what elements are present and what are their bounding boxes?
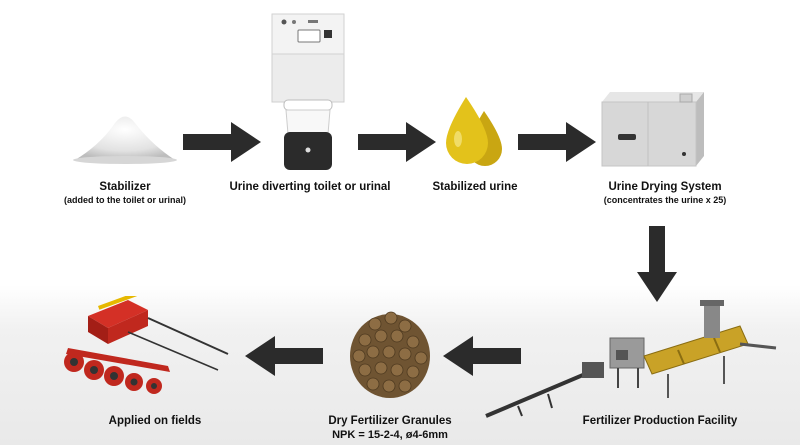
seed-drill-icon (64, 292, 229, 394)
drying-subtitle: (concentrates the urine x 25) (603, 195, 727, 205)
drying-node (596, 90, 706, 168)
granules-label: Dry Fertilizer Granules NPK = 15-2-4, ø4… (305, 414, 475, 442)
granules-subtitle: NPK = 15-2-4, ø4-6mm (332, 429, 448, 441)
stabilizer-subtitle: (added to the toilet or urinal) (64, 195, 186, 205)
toilet-node (268, 12, 348, 172)
toilet-title: Urine diverting toilet or urinal (229, 181, 391, 193)
seed-drill-node (58, 292, 238, 396)
urine-label: Stabilized urine (405, 180, 545, 194)
arrow-left-2 (245, 336, 323, 376)
granules-pile-icon (350, 311, 430, 398)
granules-title: Dry Fertilizer Granules (328, 415, 452, 427)
stabilizer-title: Stabilizer (99, 181, 151, 193)
production-label: Fertilizer Production Facility (560, 414, 760, 428)
fields-title: Applied on fields (108, 415, 202, 427)
drying-title: Urine Drying System (608, 181, 722, 193)
urine-drops-icon (446, 97, 502, 166)
arrow-right-2 (358, 122, 436, 162)
arrow-right-1 (183, 122, 261, 162)
toilet-label: Urine diverting toilet or urinal (220, 180, 400, 194)
granules-node (345, 302, 435, 402)
arrow-right-3 (518, 122, 596, 162)
production-node (478, 298, 778, 420)
fields-label: Applied on fields (85, 414, 225, 428)
stabilizer-label: Stabilizer (added to the toilet or urina… (40, 180, 210, 206)
toilet-icon (271, 13, 345, 170)
production-title: Fertilizer Production Facility (582, 415, 738, 427)
powder-pile-icon (73, 116, 177, 164)
urine-title: Stabilized urine (432, 181, 518, 193)
drying-label: Urine Drying System (concentrates the ur… (575, 180, 755, 206)
drying-unit-icon (601, 92, 704, 167)
stabilizer-node (70, 105, 180, 165)
production-facility-icon (485, 300, 777, 418)
arrow-left-1 (443, 336, 521, 376)
arrow-down (637, 226, 677, 302)
urine-node (440, 95, 508, 170)
